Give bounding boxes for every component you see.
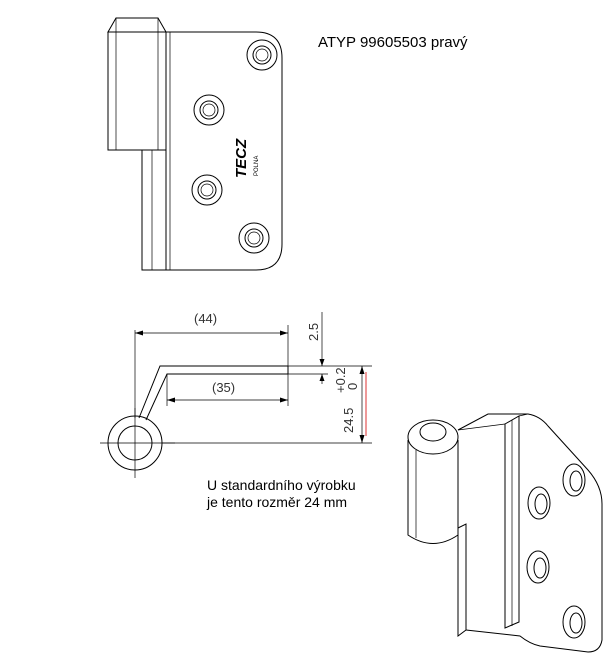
dim-label-35: (35) (212, 380, 235, 395)
iso-plate-bend (504, 415, 520, 629)
hole-bottom-right (238, 222, 270, 254)
iso-plate-top-edge (457, 423, 506, 431)
hinge-plate (166, 31, 283, 271)
dim-arrows-2-5 (319, 359, 325, 381)
hole-upper (193, 94, 225, 126)
iso-barrel-pin (419, 422, 447, 442)
dim-arrows-24-5 (359, 366, 365, 443)
leaf-profile-outer (138, 365, 288, 419)
front-view: TECZ POLNA (107, 17, 283, 271)
iso-plate-outline (457, 413, 603, 653)
iso-plate-top-edge-2 (518, 413, 529, 417)
section-view: (44) (35) 2.5 24.5 +0.2 0 (100, 311, 372, 478)
lower-strip (141, 149, 167, 271)
drawing-title: ATYP 99605503 pravý (318, 34, 468, 51)
hole-top-right (246, 39, 278, 71)
note-line-1: U standardního výrobku (207, 477, 356, 493)
dim-tolerance-upper: +0.2 (333, 367, 348, 393)
iso-hole-3 (526, 550, 550, 584)
iso-lower-strip (457, 523, 467, 637)
svg-text:TECZ: TECZ (233, 138, 250, 178)
iso-hole-1 (562, 463, 586, 497)
dim-label-2-5: 2.5 (306, 323, 321, 341)
iso-hole-2 (527, 486, 551, 520)
note-line-2: je tento rozměr 24 mm (206, 494, 347, 510)
iso-barrel-top (407, 419, 459, 455)
iso-barrel-body (407, 440, 459, 544)
svg-text:POLNA: POLNA (254, 156, 260, 176)
dim-tolerance-lower: 0 (345, 383, 360, 390)
tecz-logo: TECZ POLNA (233, 138, 260, 178)
knuckle-cap (107, 17, 167, 33)
dim-label-24-5: 24.5 (341, 408, 356, 433)
iso-hole-4 (562, 605, 586, 639)
knuckle-body (107, 31, 167, 151)
hole-lower (191, 174, 223, 206)
dim-label-44: (44) (194, 311, 217, 326)
isometric-view (407, 413, 603, 653)
